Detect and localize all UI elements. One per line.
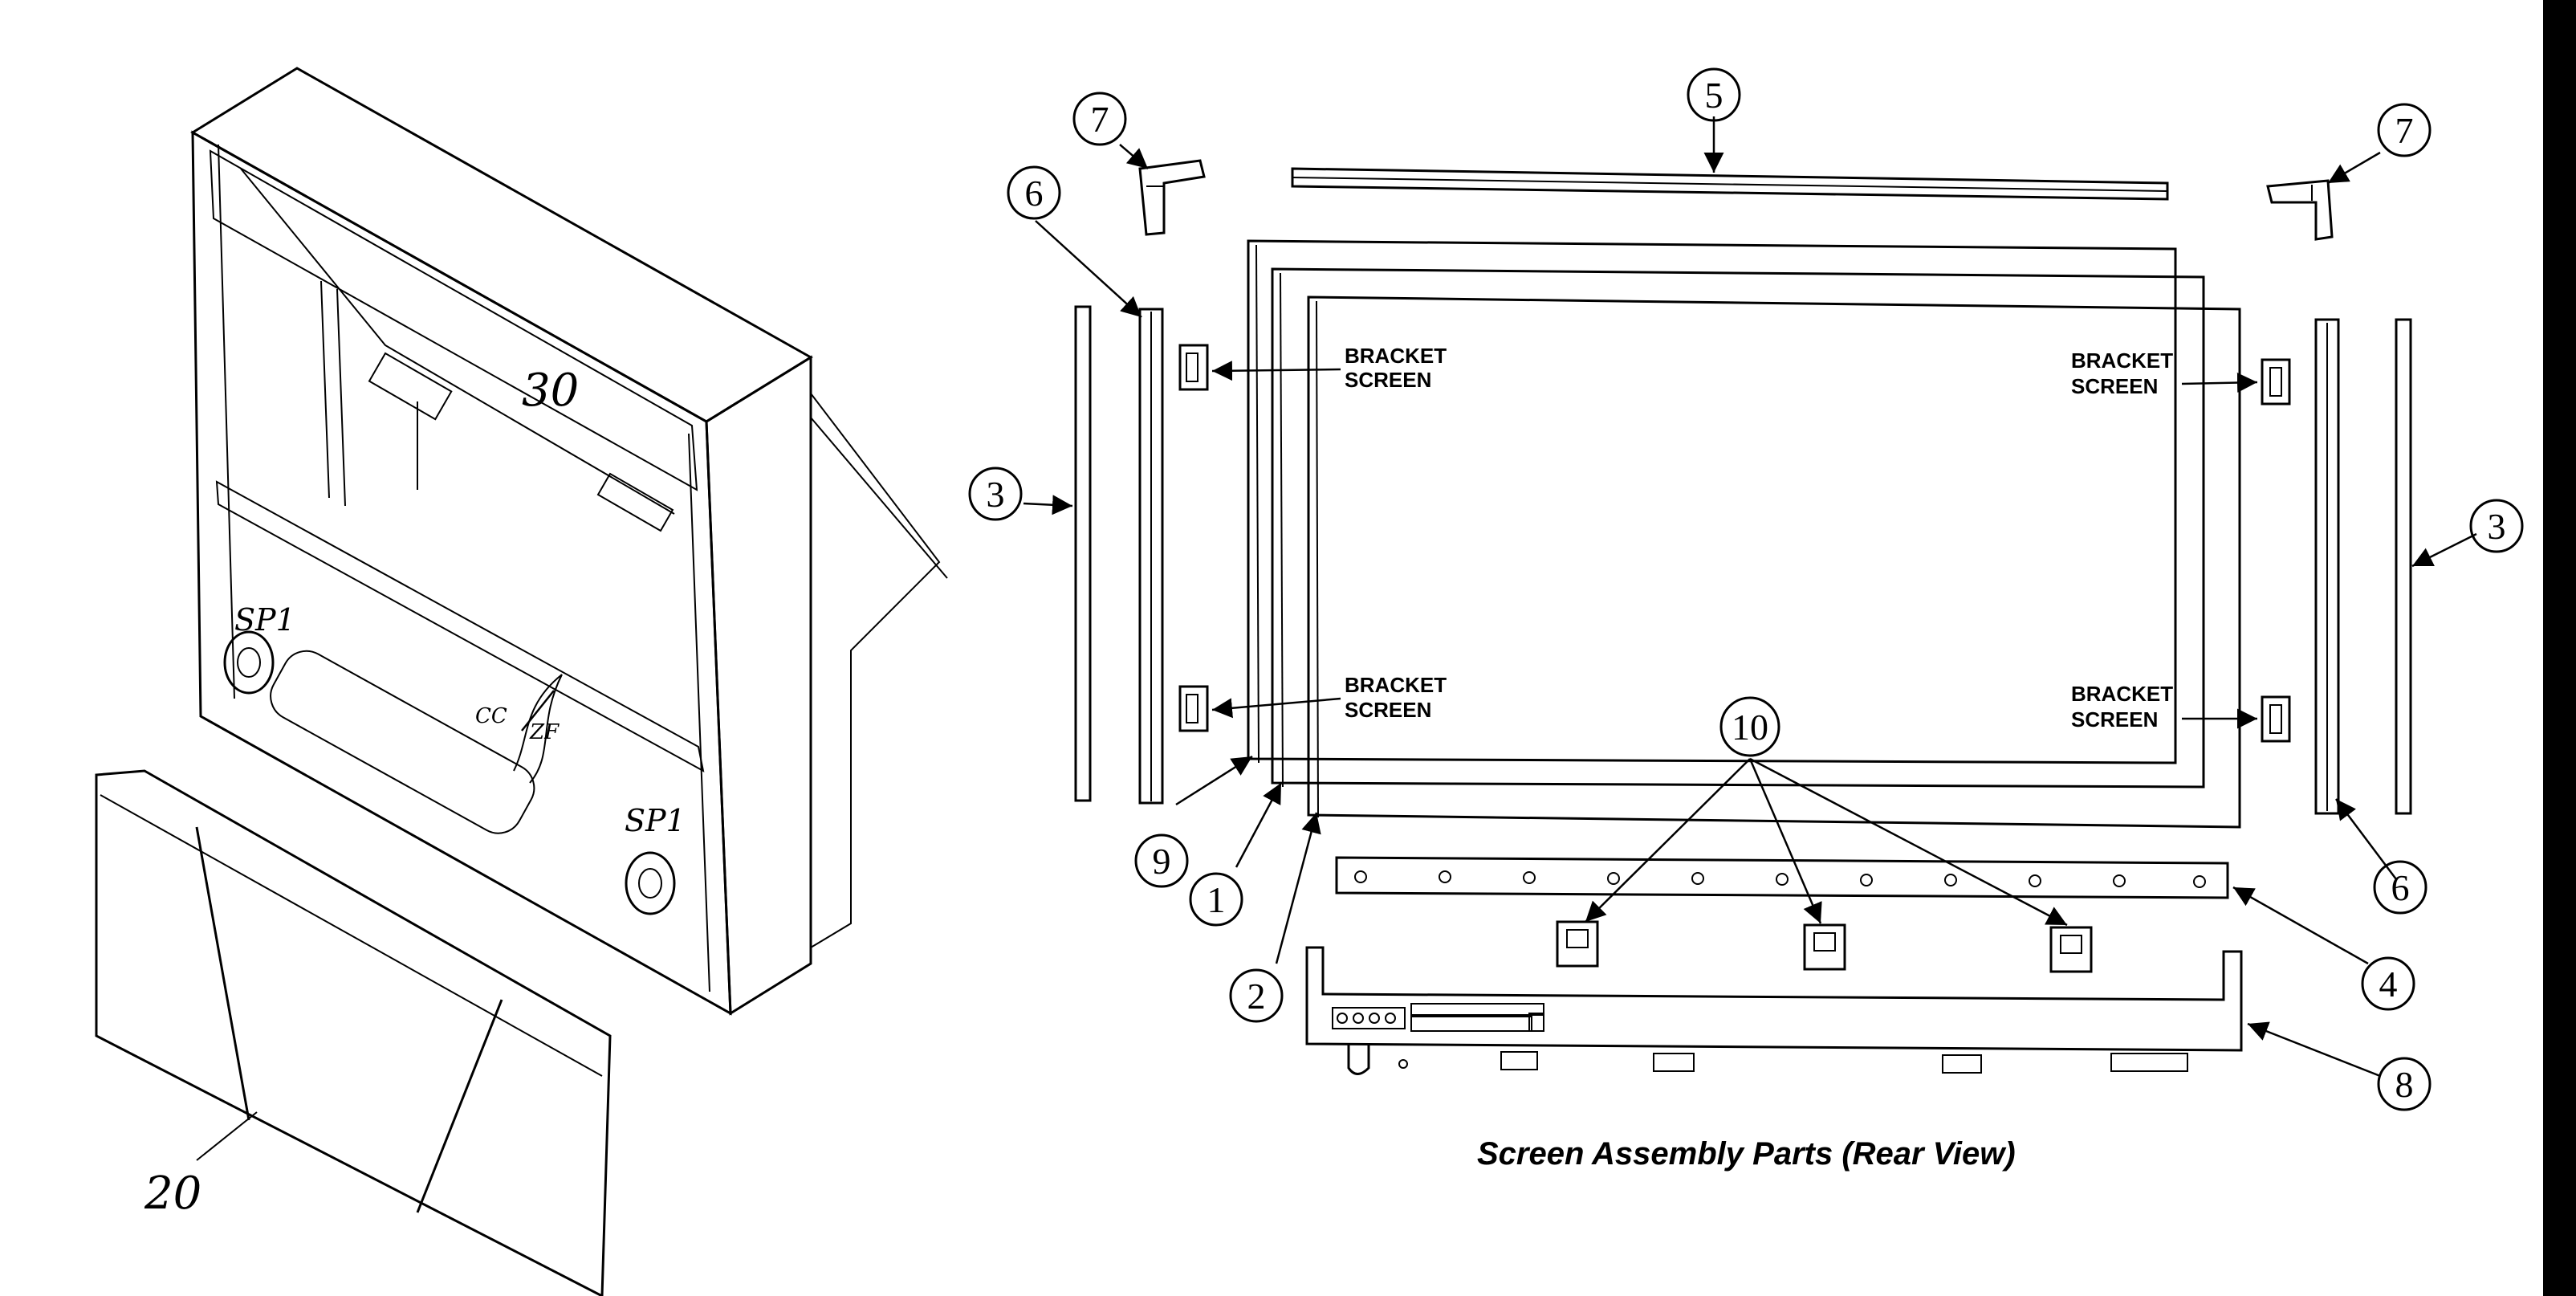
svg-text:5: 5 (1705, 75, 1723, 116)
svg-text:2: 2 (1247, 976, 1266, 1017)
cabinet-drawing (95, 67, 948, 1296)
leader-lines (521, 116, 2477, 1078)
cabinet-label-cc: CC (475, 704, 507, 728)
callout-1: 1 (1189, 872, 1243, 927)
svg-text:9: 9 (1153, 841, 1171, 882)
callout-3-left: 3 (968, 467, 1023, 521)
callout-7-right: 7 (2377, 103, 2432, 157)
callout-8: 8 (2377, 1057, 2432, 1111)
callout-9: 9 (1134, 833, 1189, 888)
cabinet-label-20: 20 (144, 1168, 201, 1220)
svg-text:8: 8 (2395, 1064, 2414, 1105)
callout-6-left: 6 (1007, 165, 1061, 220)
bracket-label-top-left: BRACKET SCREEN (1345, 344, 1447, 392)
callout-5: 5 (1687, 67, 1741, 122)
callout-4: 4 (2361, 956, 2415, 1011)
bracket-label-top-right: BRACKET SCREEN (2071, 348, 2173, 398)
svg-text:BRACKET: BRACKET (1345, 673, 1447, 697)
svg-text:10: 10 (1732, 707, 1768, 748)
bracket-clip-top-left (1178, 344, 1209, 391)
svg-text:BRACKET: BRACKET (1345, 344, 1447, 368)
bracket-clip-top-right (2261, 358, 2291, 406)
cabinet-label-sp1-right: SP1 (625, 803, 686, 838)
svg-text:BRACKET: BRACKET (2071, 682, 2173, 706)
figure-caption: Screen Assembly Parts (Rear View) (1477, 1136, 2016, 1172)
cabinet-label-sp1-left: SP1 (234, 602, 295, 638)
svg-text:1: 1 (1207, 879, 1226, 920)
svg-text:BRACKET: BRACKET (2071, 348, 2173, 373)
svg-text:7: 7 (1091, 99, 1109, 140)
bracket-clip-bottom-left (1178, 685, 1209, 732)
bracket-clip-bottom-right (2261, 695, 2291, 743)
screen-assembly-drawing (1074, 159, 2412, 1075)
svg-text:6: 6 (1025, 173, 1044, 214)
callout-2: 2 (1229, 968, 1284, 1023)
svg-text:SCREEN: SCREEN (1345, 368, 1431, 392)
svg-text:7: 7 (2395, 110, 2414, 151)
page-edge-bar (2543, 0, 2576, 1296)
svg-text:3: 3 (987, 474, 1005, 515)
bracket-label-bottom-right: BRACKET SCREEN (2071, 682, 2173, 732)
svg-text:SCREEN: SCREEN (1345, 698, 1431, 722)
callout-6-right: 6 (2373, 860, 2427, 915)
cabinet-label-30: 30 (522, 365, 579, 417)
svg-text:4: 4 (2379, 964, 2398, 1005)
cabinet-label-zf: ZF (529, 720, 560, 744)
bracket-label-bottom-left: BRACKET SCREEN (1345, 673, 1447, 722)
svg-text:SCREEN: SCREEN (2071, 374, 2158, 398)
callout-7-left: 7 (1072, 92, 1127, 146)
svg-text:6: 6 (2391, 867, 2410, 908)
callout-10: 10 (1719, 696, 1780, 757)
callout-3-right: 3 (2469, 499, 2524, 553)
svg-text:SCREEN: SCREEN (2071, 707, 2158, 732)
svg-text:3: 3 (2488, 506, 2506, 547)
